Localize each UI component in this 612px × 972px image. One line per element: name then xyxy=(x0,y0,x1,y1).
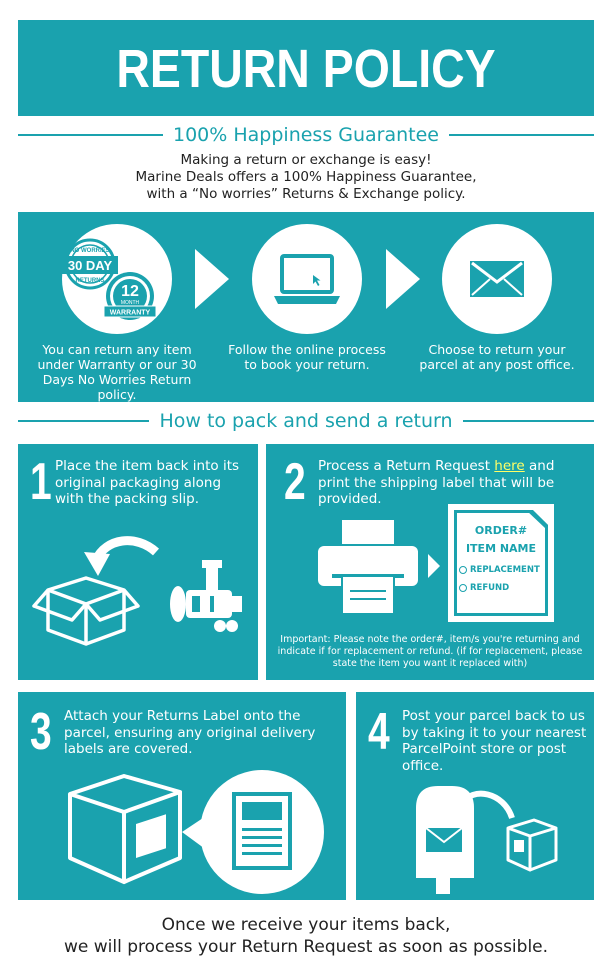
divider-line xyxy=(18,420,150,422)
guarantee-heading: 100% Happiness Guarantee xyxy=(18,124,594,146)
divider-line xyxy=(449,134,594,136)
footer-line-2: we will process your Return Request as s… xyxy=(63,937,549,957)
step-caption-2: Follow the online process to book your r… xyxy=(228,342,386,372)
label-replacement-text: REPLACEMENT xyxy=(469,565,540,575)
step-number-4: 4 xyxy=(368,703,390,761)
steps-panel: 30 DAY NO WORRIES RETURNS 12 MONTH WARRA… xyxy=(18,212,594,402)
label-order: ORDER# xyxy=(474,524,528,537)
radio-icon xyxy=(459,565,467,574)
mailbox-icon xyxy=(416,786,558,894)
labeled-box-icon xyxy=(68,770,324,894)
step-text-2-before: Process a Return Request xyxy=(318,458,495,474)
label-item-name: ITEM NAME xyxy=(465,542,537,555)
badge-no-worries-text: NO WORRIES xyxy=(70,248,109,254)
step-caption-3: Choose to return your parcel at any post… xyxy=(419,342,575,372)
guarantee-intro: Making a return or exchange is easy! Mar… xyxy=(18,152,594,203)
pack-heading-text: How to pack and send a return xyxy=(159,410,453,432)
label-refund-text: REFUND xyxy=(469,583,510,593)
header-banner: RETURN POLICY xyxy=(18,20,594,116)
footer-line-1: Once we receive your items back, xyxy=(161,915,451,935)
printer-icon xyxy=(318,520,440,615)
footer-message: Once we receive your items back, we will… xyxy=(18,914,594,958)
step-card-1: 1 Place the item back into its original … xyxy=(18,444,258,680)
intro-line-3: with a “No worries” Returns & Exchange p… xyxy=(146,186,466,202)
badge-returns-text: RETURNS xyxy=(75,278,104,284)
radio-icon xyxy=(459,583,467,592)
label-sheet: ORDER# ITEM NAME REPLACEMENT REFUND xyxy=(457,513,545,613)
step-text-4: Post your parcel back to us by taking it… xyxy=(402,708,587,774)
step-caption-1: You can return any item under Warranty o… xyxy=(37,342,197,402)
divider-line xyxy=(462,420,594,422)
guarantee-heading-text: 100% Happiness Guarantee xyxy=(173,124,439,146)
step-card-3: 3 Attach your Returns Label onto the par… xyxy=(18,692,346,900)
divider-line xyxy=(18,134,163,136)
laptop-icon xyxy=(252,224,362,334)
step-number-1: 1 xyxy=(30,453,52,511)
step-card-4: 4 Post your parcel back to us by taking … xyxy=(356,692,594,900)
step-text-2: Process a Return Request here and print … xyxy=(318,458,582,508)
open-box-icon xyxy=(32,536,242,646)
step-number-3: 3 xyxy=(30,703,52,761)
return-request-link[interactable]: here xyxy=(494,458,525,474)
badge-icon: 30 DAY NO WORRIES RETURNS 12 MONTH WARRA… xyxy=(62,224,172,334)
intro-line-2: Marine Deals offers a 100% Happiness Gua… xyxy=(135,169,477,185)
label-replacement-option: REPLACEMENT xyxy=(459,565,540,575)
badge-days-text: 30 DAY xyxy=(68,258,113,273)
badge-month-unit-text: MONTH xyxy=(121,300,140,306)
page-title: RETURN POLICY xyxy=(116,39,496,99)
arrow-right-icon xyxy=(386,249,420,309)
step-text-2-after: and print the shipping label that will b… xyxy=(318,458,555,507)
arrow-right-icon xyxy=(195,249,229,309)
step-card-2: 2 Process a Return Request here and prin… xyxy=(266,444,594,680)
important-note: Important: Please note the order#, item/… xyxy=(277,634,583,669)
pack-heading: How to pack and send a return xyxy=(18,410,594,432)
intro-line-1: Making a return or exchange is easy! xyxy=(180,152,432,168)
label-refund-option: REFUND xyxy=(459,583,509,593)
step-number-2: 2 xyxy=(284,453,306,511)
envelope-icon xyxy=(442,224,552,334)
step-text-3: Attach your Returns Label onto the parce… xyxy=(64,708,316,757)
step-text-1: Place the item back into its original pa… xyxy=(55,458,240,507)
badge-warranty-text: WARRANTY xyxy=(110,310,151,317)
shipping-label: ORDER# ITEM NAME REPLACEMENT REFUND xyxy=(448,504,554,622)
badge-months-text: 12 xyxy=(121,283,139,300)
